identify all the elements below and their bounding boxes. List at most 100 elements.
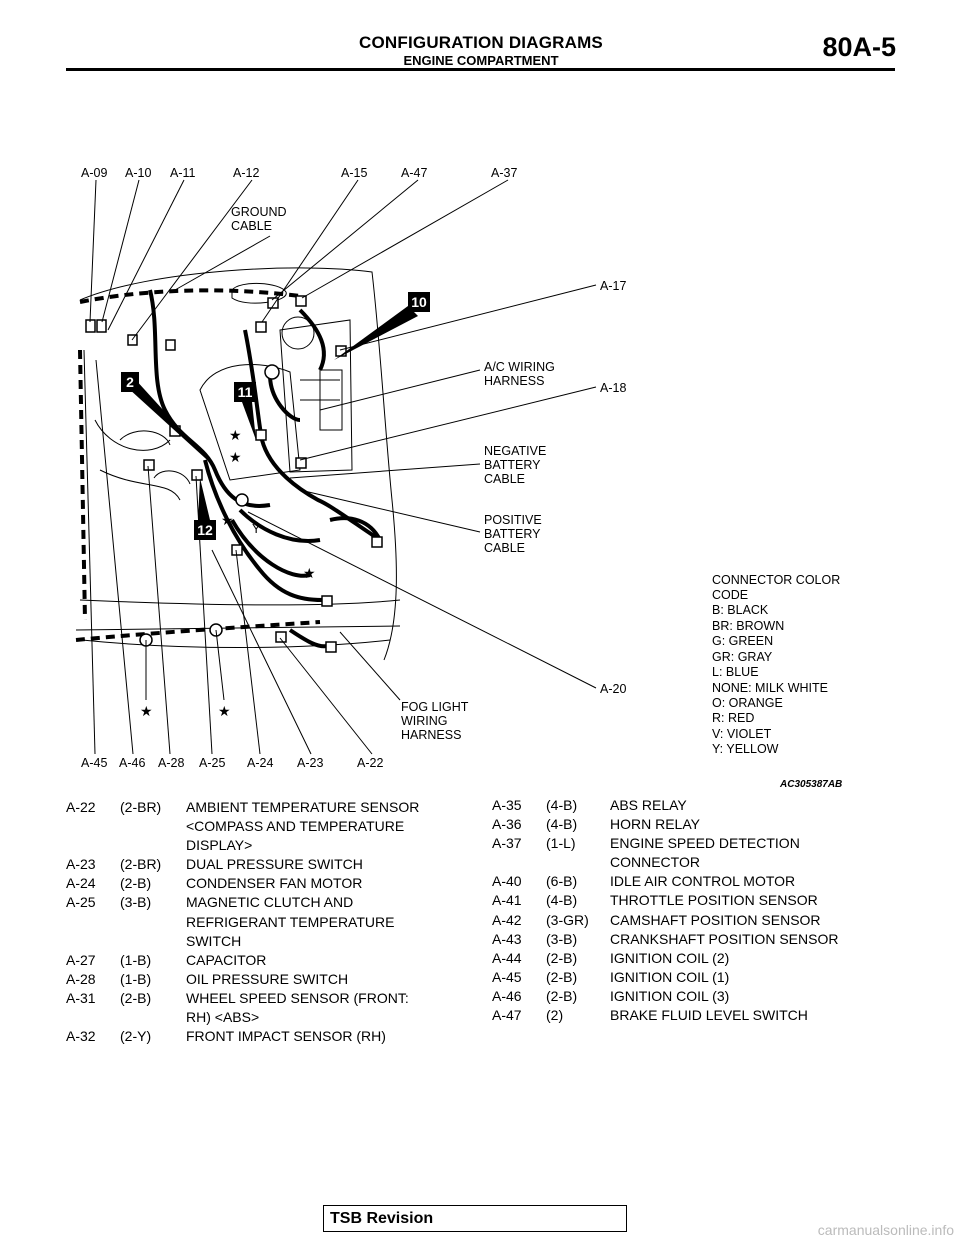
connector-id [66,913,120,932]
connector-id: A-35 [492,797,522,813]
vehicle-outline [75,267,401,661]
connector-id: A-43 [492,930,522,947]
connector-id: A-32 [66,1028,96,1045]
callout-2: 2 [121,372,139,392]
table-row: REFRIGERANT TEMPERATURE [66,913,466,932]
svg-text:Y: YELLOW: Y: YELLOW [712,742,779,756]
table-row: A-36 (4-B) HORN RELAY [492,815,912,834]
svg-text:G: GREEN: G: GREEN [712,634,773,648]
connector-name: DUAL PRESSURE SWITCH [186,856,363,873]
connector-id: A-25 [66,894,96,911]
connector-label-a-18: A-18 [600,381,626,395]
connector-table-left: A-22(2-BR)AMBIENT TEMPERATURE SENSOR<COM… [66,798,466,1046]
connector-type: (3-B) [120,894,152,911]
connector-id: A-41 [492,892,522,909]
connector-type [120,913,186,932]
page-subtitle: ENGINE COMPARTMENT [403,53,559,68]
star-icon: ★ [229,427,242,443]
y-mark-label: Y [252,522,261,536]
connector-name: DISPLAY> [186,837,253,854]
connector-type: (2-B) [546,987,578,1004]
positive-cable-label-3: CABLE [484,541,525,555]
table-row: A-23(2-BR)DUAL PRESSURE SWITCH [66,855,466,874]
table-row: A-45(2-B)IGNITION COIL (1) [492,968,912,987]
negative-cable-label-1: NEGATIVE [484,444,546,458]
connector-id [66,932,120,951]
connector-label-a-45: A-45 [81,756,107,770]
connector-id: A-46 [492,987,522,1004]
table-row: A-25 (3-B) MAGNETIC CLUTCH AND [66,893,466,912]
table-row: A-44(2-B)IGNITION COIL (2) [492,949,912,968]
connector-name: OIL PRESSURE SWITCH [186,970,349,987]
table-row: A-24(2-B)CONDENSER FAN MOTOR [66,874,466,893]
negative-cable-label-3: CABLE [484,472,525,486]
star-icon: ★ [221,512,234,528]
table-row: A-43(3-B)CRANKSHAFT POSITION SENSOR [492,930,912,949]
star-marks: ★ ★ ★ ★ ★ ★ [140,427,316,719]
callout-10: 10 [408,292,430,312]
connector-name: CAMSHAFT POSITION SENSOR [610,911,821,928]
fog-harness-label-2: WIRING [401,714,448,728]
connector-id: A-23 [66,856,96,873]
connector-label-a-15: A-15 [341,166,367,180]
connector-name: REFRIGERANT TEMPERATURE [186,913,395,930]
connector-label-a-09: A-09 [81,166,107,180]
connector-type: (4-B) [546,797,578,813]
connector-type: (1-B) [120,970,152,987]
connector-id: A-40 [492,873,522,890]
connector-name: CONNECTOR [610,854,700,871]
connector-type: (4-B) [546,892,578,909]
star-icon: ★ [303,565,316,581]
svg-text:B: BLACK: B: BLACK [712,603,769,617]
connector-id [492,853,546,872]
connector-id: A-44 [492,949,522,966]
connector-type [120,836,186,855]
connector-name: MAGNETIC CLUTCH AND [186,894,354,911]
star-icon: ★ [229,449,242,465]
harness-dashed [75,288,321,642]
connector-type: (2-Y) [120,1028,152,1045]
connector-type: (2-B) [120,875,152,892]
connector-label-a-12: A-12 [233,166,259,180]
callout-11: 11 [234,382,256,402]
connector-name: HORN RELAY [610,816,700,833]
connector-type [546,853,610,872]
ground-cable-label-2: CABLE [231,219,272,233]
connector-id: A-36 [492,816,522,833]
connector-type: (1-L) [546,835,576,852]
connector-name: RH) <ABS> [186,1009,260,1026]
ac-harness-label-2: HARNESS [484,374,544,388]
svg-text:2: 2 [126,374,134,390]
table-row: A-28(1-B)OIL PRESSURE SWITCH [66,970,466,989]
connector-name: ENGINE SPEED DETECTION [610,835,800,852]
connector-name: BRAKE FLUID LEVEL SWITCH [610,1007,808,1024]
connector-label-a-47: A-47 [401,166,427,180]
connector-name: <COMPASS AND TEMPERATURE [186,818,405,835]
engine-compartment-diagram: 10 11 2 12 ★ ★ ★ ★ ★ ★ Y A-09 A-10 A-11 … [75,166,840,770]
connector-id [66,836,120,855]
connector-label-a-20: A-20 [600,682,626,696]
wiring-harness [148,289,382,649]
table-row: A-47(2)BRAKE FLUID LEVEL SWITCH [492,1006,912,1025]
section-code: 80A-5 [822,32,896,62]
connector-type: (4-B) [546,816,578,833]
table-row: A-40(6-B)IDLE AIR CONTROL MOTOR [492,872,912,891]
connector-type: (3-GR) [546,911,589,928]
table-row: A-22(2-BR)AMBIENT TEMPERATURE SENSOR [66,798,466,817]
color-code-legend: CONNECTOR COLOR CODE B: BLACK BR: BROWN … [712,573,840,756]
connector-name: ABS RELAY [610,797,687,813]
connector-bodies [85,295,383,653]
connector-label-a-25: A-25 [199,756,225,770]
connector-name: IGNITION COIL (3) [610,987,730,1004]
table-row: CONNECTOR [492,853,912,872]
connector-label-a-37: A-37 [491,166,517,180]
connector-name: CAPACITOR [186,951,267,968]
connector-type [120,817,186,836]
fog-harness-label-3: HARNESS [401,728,461,742]
svg-text:12: 12 [197,522,213,538]
connector-label-a-24: A-24 [247,756,273,770]
table-row: <COMPASS AND TEMPERATURE [66,817,466,836]
svg-text:GR: GRAY: GR: GRAY [712,650,773,664]
table-row: A-37(1-L)ENGINE SPEED DETECTION [492,834,912,853]
